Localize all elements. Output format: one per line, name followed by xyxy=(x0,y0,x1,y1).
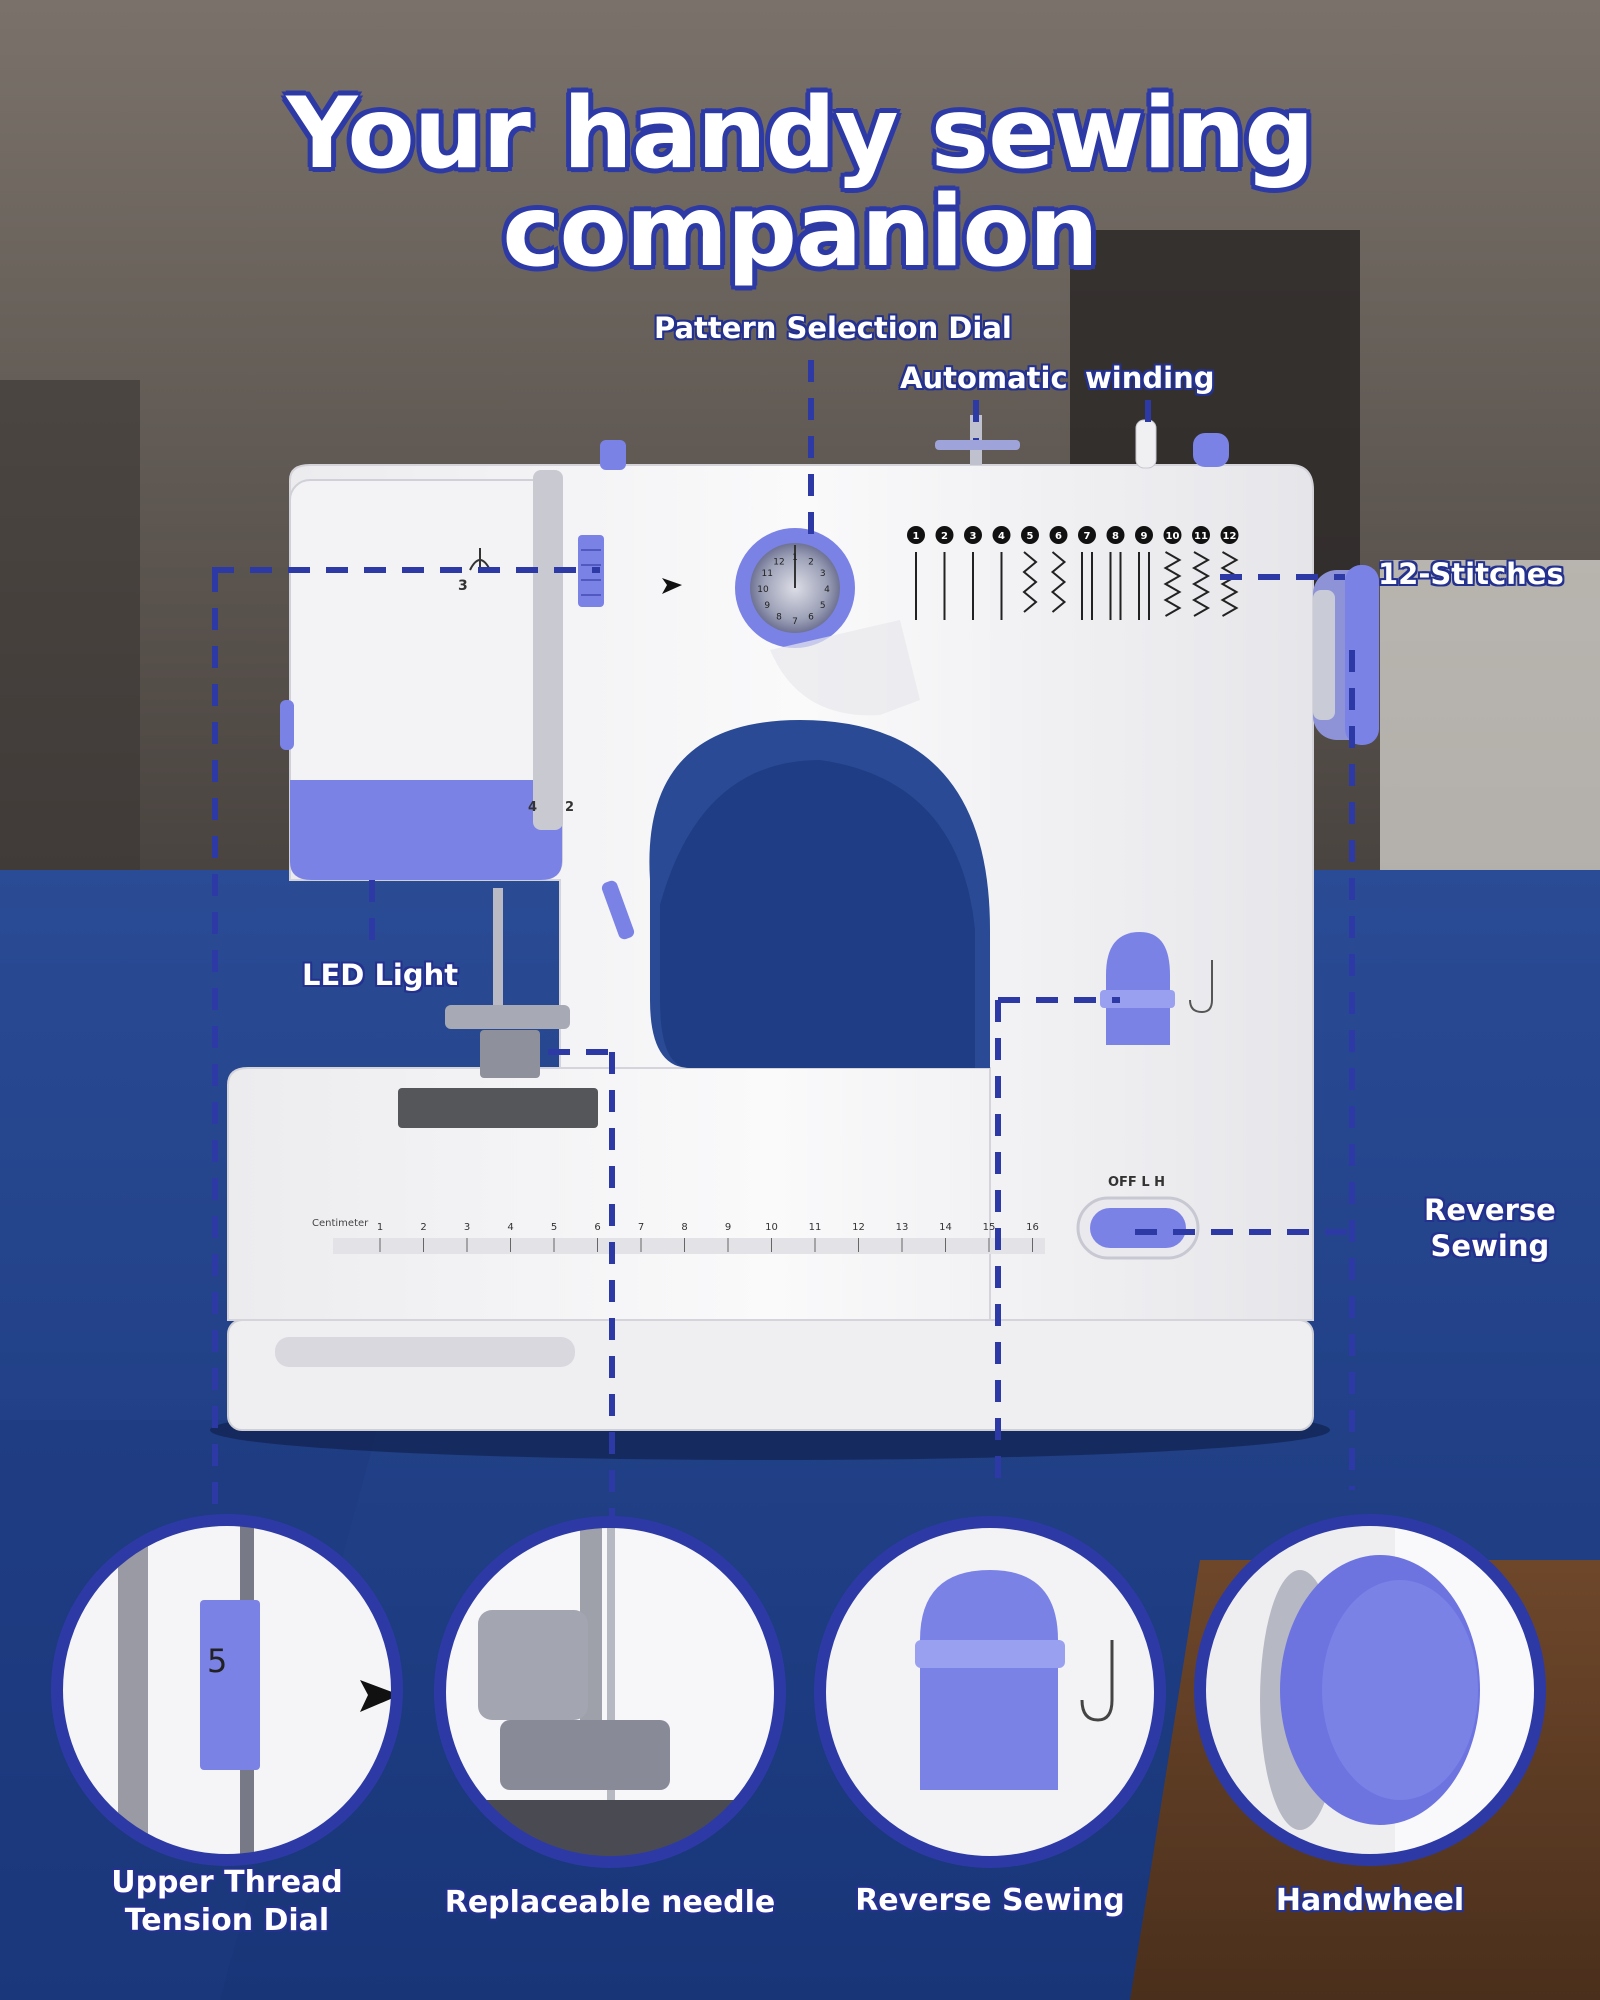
ruler-number: 5 xyxy=(551,1222,557,1233)
ruler-number: 13 xyxy=(896,1222,909,1233)
power-switch-label: OFF L H xyxy=(1108,1175,1166,1190)
ruler-number: 12 xyxy=(852,1222,865,1233)
stitch-number-badge xyxy=(1135,526,1153,544)
stitch-number-badge xyxy=(1220,526,1239,544)
caption-tension-line2: Tension Dial xyxy=(124,1902,330,1938)
stitch-number: 12 xyxy=(1223,531,1237,542)
dial-number: 8 xyxy=(776,613,782,623)
stitch-pattern-symbol xyxy=(1220,551,1239,617)
caption-tension-line1: Upper Thread xyxy=(111,1865,343,1900)
callout-automatic: Automatic xyxy=(900,361,1068,395)
stitch-number-badge xyxy=(1021,526,1039,544)
dial-number: 10 xyxy=(757,585,769,595)
stitch-number: 1 xyxy=(913,531,920,542)
ruler-number: 7 xyxy=(638,1222,644,1233)
stitch-number: 11 xyxy=(1194,531,1208,542)
detail-circle-needle xyxy=(434,1516,786,1868)
detail-circle-reverse xyxy=(814,1516,1166,1868)
detail-circle-tension xyxy=(51,1514,403,1866)
dial-number: 2 xyxy=(808,557,814,567)
stitch-number-badge xyxy=(1106,526,1125,544)
stitch-number-badge xyxy=(992,526,1011,544)
caption-tension-dial: Upper Thread Tension Dial xyxy=(62,1864,392,1939)
stitch-number: 9 xyxy=(1141,531,1148,542)
stitch-number-badge xyxy=(1049,526,1068,544)
stitch-pattern-symbol xyxy=(1138,552,1150,620)
ruler-number: 1 xyxy=(377,1222,383,1233)
stitch-number: 10 xyxy=(1166,531,1180,542)
stitch-number-badge xyxy=(1078,526,1096,544)
headline: Your handy sewing companion xyxy=(286,77,1314,289)
ruler-number: 8 xyxy=(681,1222,687,1233)
stitch-number-badge xyxy=(964,526,982,544)
tension-mark-4: 4 xyxy=(528,800,538,815)
dial-number: 12 xyxy=(773,557,784,567)
tension-mark-2: 2 xyxy=(565,800,575,815)
callout-reverse-line2: Sewing xyxy=(1430,1229,1550,1264)
stitch-pattern-symbol xyxy=(1191,551,1211,617)
stitch-number-badge xyxy=(1192,526,1210,544)
caption-reverse-sewing: Reverse Sewing xyxy=(855,1883,1125,1918)
dial-number: 4 xyxy=(824,585,830,595)
ruler-number: 14 xyxy=(939,1222,952,1233)
ruler-number: 9 xyxy=(725,1222,731,1233)
detail-circle-handwheel xyxy=(1194,1514,1546,1866)
dial-number: 1 xyxy=(792,553,798,563)
stitch-number: 7 xyxy=(1084,531,1091,542)
dial-number: 9 xyxy=(764,601,770,611)
callout-led-light: LED Light xyxy=(302,958,459,992)
callout-12-stitches: 12-Stitches xyxy=(1378,557,1564,591)
caption-replaceable-needle: Replaceable needle xyxy=(444,1885,776,1920)
ruler-number: 4 xyxy=(507,1222,513,1233)
ruler-number: 10 xyxy=(765,1222,778,1233)
callout-winding: winding xyxy=(1085,361,1215,395)
stitch-number: 6 xyxy=(1055,531,1062,542)
stitch-number-badge xyxy=(935,526,954,544)
dial-number: 3 xyxy=(820,569,826,579)
stitch-pattern-symbol xyxy=(1050,551,1067,613)
tension-mark-3: 3 xyxy=(458,578,468,594)
ruler-number: 3 xyxy=(464,1222,470,1233)
dial-number: 6 xyxy=(808,613,814,623)
stitch-number: 3 xyxy=(970,531,977,542)
stitch-pattern-symbol xyxy=(1163,551,1182,617)
stitch-pattern-symbol xyxy=(1109,552,1122,620)
stitch-pattern-symbol xyxy=(1081,552,1093,620)
ruler-number: 16 xyxy=(1026,1222,1039,1233)
stitch-number: 8 xyxy=(1112,531,1119,542)
dial-number: 5 xyxy=(820,601,826,611)
ruler-number: 15 xyxy=(983,1222,996,1233)
dial-number: 7 xyxy=(792,617,798,627)
callout-reverse-sewing: Reverse Sewing xyxy=(1424,1192,1556,1265)
ruler-number: 11 xyxy=(809,1222,822,1233)
caption-handwheel: Handwheel xyxy=(1275,1883,1465,1918)
ruler-number: 6 xyxy=(594,1222,600,1233)
ruler-number: 2 xyxy=(420,1222,426,1233)
dial-number: 11 xyxy=(762,569,773,579)
ruler-label: Centimeter xyxy=(312,1218,369,1229)
stitch-number: 5 xyxy=(1027,531,1034,542)
callout-reverse-line1: Reverse xyxy=(1424,1193,1556,1227)
stitch-pattern-symbol xyxy=(1022,551,1038,613)
stitch-number-badge xyxy=(1163,526,1182,544)
stitch-number: 4 xyxy=(998,531,1005,542)
stitch-number: 2 xyxy=(941,531,948,542)
stitch-number-badge xyxy=(907,526,925,544)
callout-pattern-dial: Pattern Selection Dial xyxy=(654,311,1012,345)
tension-dial-value: 5 xyxy=(207,1642,228,1680)
